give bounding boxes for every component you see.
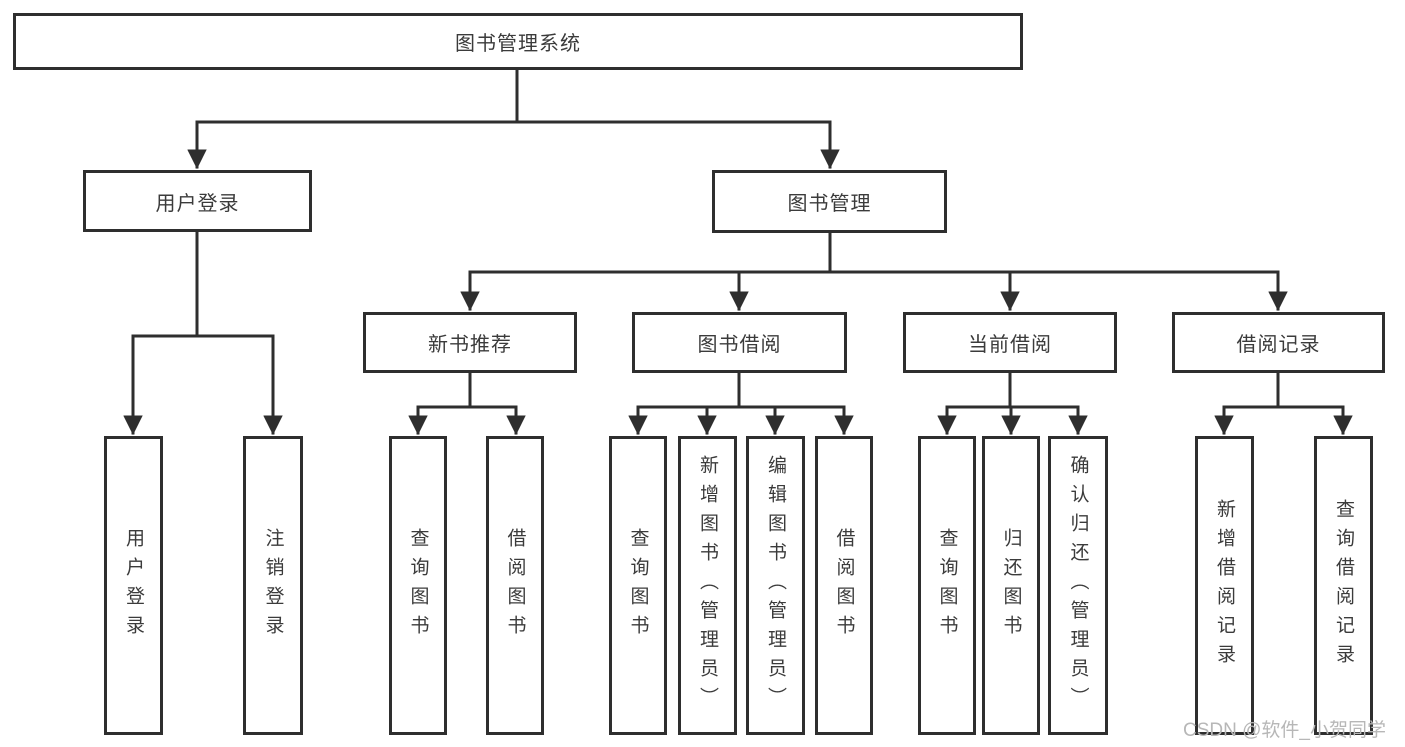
node-book-management: 图书管理 bbox=[712, 170, 947, 233]
connector-user-login bbox=[131, 230, 275, 338]
leaf-current-confirm-return-admin-label: 确认归还（管理员） bbox=[1067, 455, 1089, 716]
node-book-management-label: 图书管理 bbox=[787, 193, 872, 215]
leaf-current-return-books-label: 归还图书 bbox=[1000, 527, 1022, 644]
node-current-borrow-label: 当前借阅 bbox=[968, 334, 1052, 356]
leaf-records-add-record: 新增借阅记录 bbox=[1195, 436, 1254, 735]
leaf-newrec-query-books-label: 查询图书 bbox=[407, 527, 429, 644]
connector-book-mgmt bbox=[468, 231, 1280, 274]
node-borrow-records: 借阅记录 bbox=[1172, 312, 1385, 373]
leaf-user-login: 用户登录 bbox=[104, 436, 163, 735]
leaf-borrow-query-books: 查询图书 bbox=[609, 436, 667, 735]
leaf-records-query-record-label: 查询借阅记录 bbox=[1333, 498, 1354, 673]
leaf-borrow-add-books-admin: 新增图书（管理员） bbox=[678, 436, 737, 735]
watermark: CSDN @软件_小贺同学 bbox=[1183, 720, 1386, 741]
leaf-current-query-books: 查询图书 bbox=[918, 436, 976, 735]
leaf-borrow-add-books-admin-label: 新增图书（管理员） bbox=[697, 455, 718, 716]
leaf-newrec-borrow-books: 借阅图书 bbox=[486, 436, 544, 735]
node-user-login: 用户登录 bbox=[83, 170, 312, 232]
leaf-current-return-books: 归还图书 bbox=[982, 436, 1040, 735]
leaf-user-login-label: 用户登录 bbox=[123, 527, 144, 644]
leaf-logout: 注销登录 bbox=[243, 436, 303, 735]
leaf-borrow-borrow-books-label: 借阅图书 bbox=[833, 527, 855, 644]
leaf-newrec-borrow-books-label: 借阅图书 bbox=[504, 527, 526, 644]
node-new-book-recommend: 新书推荐 bbox=[363, 312, 577, 373]
leaf-records-add-record-label: 新增借阅记录 bbox=[1214, 498, 1235, 673]
leaf-borrow-edit-books-admin: 编辑图书（管理员） bbox=[746, 436, 805, 735]
node-user-login-label: 用户登录 bbox=[155, 192, 240, 215]
node-library-system-label: 图书管理系统 bbox=[455, 33, 581, 55]
node-library-system: 图书管理系统 bbox=[13, 13, 1023, 70]
node-book-borrow: 图书借阅 bbox=[632, 312, 847, 373]
connector-root bbox=[195, 68, 832, 124]
leaf-borrow-edit-books-admin-label: 编辑图书（管理员） bbox=[765, 455, 786, 716]
node-borrow-records-label: 借阅记录 bbox=[1236, 334, 1321, 356]
leaf-records-query-record: 查询借阅记录 bbox=[1314, 436, 1373, 735]
connector-book-borrow bbox=[636, 371, 846, 409]
connector-borrow-records bbox=[1222, 371, 1345, 409]
node-book-borrow-label: 图书借阅 bbox=[697, 334, 782, 356]
connector-new-book bbox=[416, 371, 518, 409]
node-new-book-recommend-label: 新书推荐 bbox=[428, 334, 512, 356]
leaf-borrow-borrow-books: 借阅图书 bbox=[815, 436, 873, 735]
connector-current-borrow bbox=[945, 371, 1080, 409]
leaf-newrec-query-books: 查询图书 bbox=[389, 436, 447, 735]
node-current-borrow: 当前借阅 bbox=[903, 312, 1117, 373]
leaf-current-query-books-label: 查询图书 bbox=[936, 527, 958, 644]
leaf-logout-label: 注销登录 bbox=[262, 527, 284, 644]
leaf-current-confirm-return-admin: 确认归还（管理员） bbox=[1048, 436, 1108, 735]
leaf-borrow-query-books-label: 查询图书 bbox=[627, 527, 649, 644]
